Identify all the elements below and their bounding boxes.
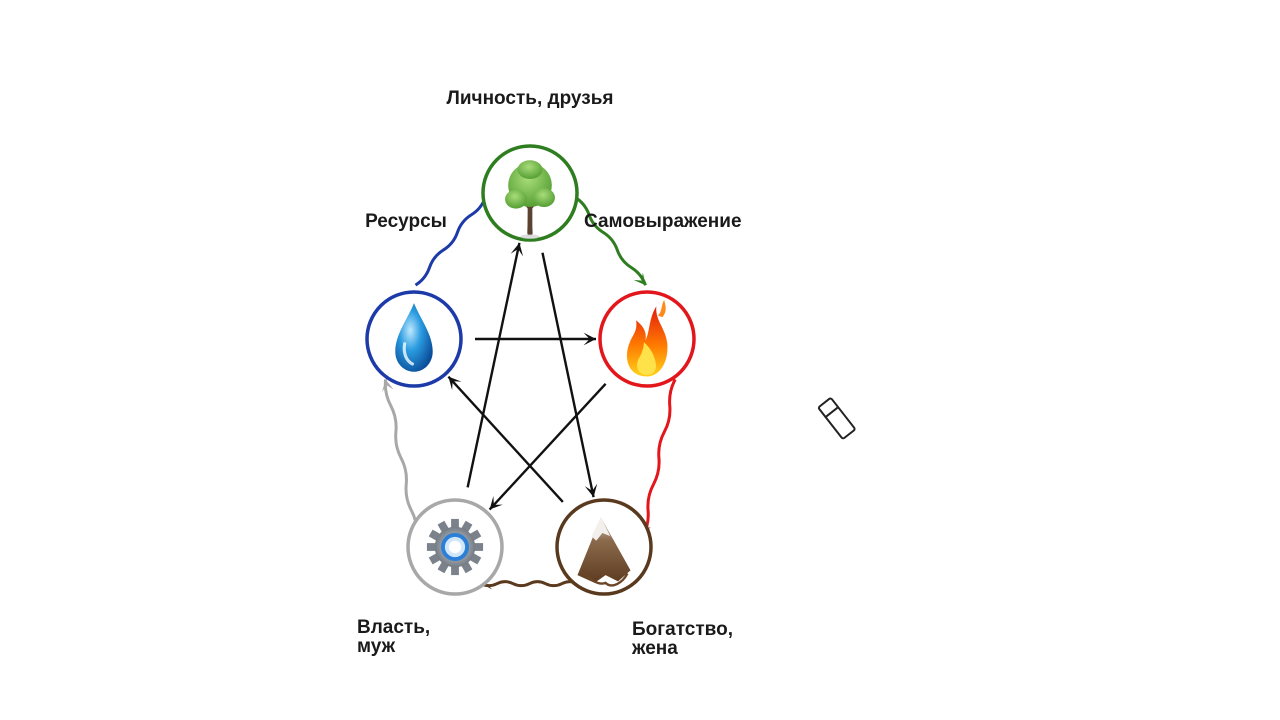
wood-label-line: Личность, друзья (447, 88, 614, 109)
node-water (365, 290, 463, 388)
star-arrow-metal-wood (466, 242, 521, 488)
earth-label-line-2: жена (631, 638, 678, 659)
node-fire (598, 290, 696, 388)
cycle-arrow-fire-earth (641, 378, 677, 538)
metal-label: Власть, муж (357, 617, 435, 657)
arrowhead (382, 379, 394, 392)
earth-label-line-1: Богатство, (632, 619, 733, 640)
tree-icon (505, 160, 555, 240)
metal-label-line-1: Власть, (357, 617, 430, 638)
node-wood (481, 144, 579, 242)
arrowhead (584, 483, 598, 498)
cycle-arrow-metal-water (383, 379, 419, 537)
water-label-line: Ресурсы (365, 211, 447, 232)
arrowhead (448, 376, 462, 391)
node-metal (406, 498, 504, 596)
gear-tooth (451, 564, 459, 576)
metal-label-line-2: муж (357, 636, 396, 657)
flame-icon (626, 300, 668, 377)
water-label: Ресурсы (365, 211, 447, 232)
star-arrow-fire-metal (488, 383, 607, 511)
gear-tooth (451, 518, 459, 530)
star-arrows-group (447, 242, 607, 511)
star-arrow-earth-water (447, 375, 564, 503)
star-arrow-wood-earth (541, 252, 595, 498)
arrowhead (583, 332, 596, 346)
wood-label: Личность, друзья (447, 88, 614, 109)
water-drop-icon (395, 303, 433, 372)
arrowhead (489, 496, 503, 510)
eraser-cursor-icon (817, 397, 856, 440)
earth-label: Богатство, жена (631, 619, 738, 659)
node-earth (555, 498, 653, 596)
cycle-arrow-earth-metal (480, 580, 579, 588)
fire-label-line: Самовыражение (584, 211, 742, 232)
gear-icon (426, 518, 484, 576)
fire-label: Самовыражение (584, 211, 742, 232)
arrowhead (633, 272, 646, 286)
mountain-icon (577, 517, 631, 587)
arrowhead (510, 242, 524, 257)
